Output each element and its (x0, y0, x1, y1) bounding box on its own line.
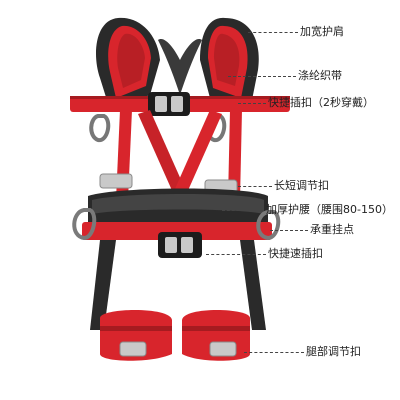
side-d-ring-left (89, 114, 111, 142)
leg-adjuster-left (119, 341, 147, 357)
load-ring-left (72, 208, 97, 241)
callout-shoulder-pad: 加宽护肩 (300, 25, 344, 38)
callout-chest-quick-buckle: 快捷插扣（2秒穿戴） (268, 96, 374, 109)
leg-connector-left (90, 240, 116, 330)
waist-belt (82, 222, 272, 240)
load-ring-right (256, 210, 281, 241)
callout-waist-pad: 加厚护腰（腰围80-150） (266, 203, 393, 216)
leader-line (248, 32, 298, 33)
callout-waist-quick-buckle: 快捷速插扣 (268, 247, 323, 260)
leader-line (206, 254, 266, 255)
waist-quick-buckle (158, 232, 202, 258)
leader-line (228, 76, 296, 77)
shoulder-pad-right (200, 17, 259, 110)
leader-line (244, 352, 304, 353)
chest-quick-buckle (148, 92, 190, 116)
leader-line (222, 210, 264, 211)
shoulder-pad-left (95, 17, 160, 110)
leg-adjuster-right (209, 341, 237, 357)
callout-load-point: 承重挂点 (310, 223, 354, 236)
length-adjuster-left (99, 173, 133, 189)
callout-leg-adjuster: 腿部调节扣 (306, 345, 361, 358)
callout-webbing: 涤纶织带 (298, 69, 342, 82)
callout-length-adjuster: 长短调节扣 (274, 179, 329, 192)
leader-line (238, 186, 272, 187)
leg-connector-right (240, 240, 266, 330)
leg-loop-left (100, 310, 172, 361)
front-strap-right (228, 110, 242, 200)
leader-line (238, 103, 266, 104)
leader-line (270, 230, 308, 231)
